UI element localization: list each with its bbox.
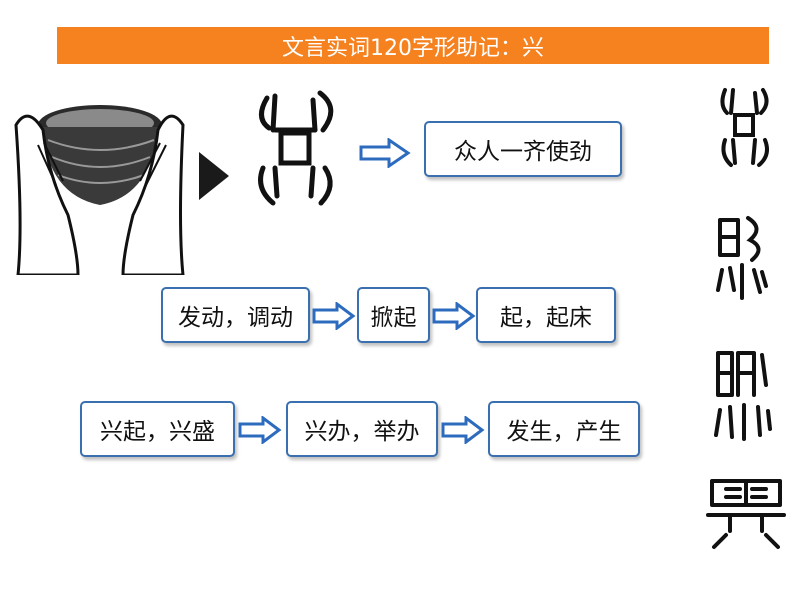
meaning-label: 众人一齐使劲 xyxy=(454,139,592,165)
oracle-glyph-large xyxy=(258,90,334,206)
basket-hands-illustration xyxy=(14,105,185,275)
arrow-icon xyxy=(359,138,411,168)
arrow-icon xyxy=(238,416,282,444)
oracle-glyph-variant-3 xyxy=(714,351,772,441)
arrow-icon xyxy=(312,302,356,330)
oracle-glyph-variant-2 xyxy=(716,216,768,300)
meaning-box-stir-up: 掀起 xyxy=(357,287,430,343)
meaning-box-mobilize: 发动，调动 xyxy=(161,287,310,343)
dark-arrow-icon xyxy=(199,152,229,200)
title-bar: 文言实词120字形助记：兴 xyxy=(57,27,769,64)
meaning-box-occur: 发生，产生 xyxy=(488,401,640,457)
meaning-box-rise: 起，起床 xyxy=(476,287,616,343)
meaning-box-flourish: 兴起，兴盛 xyxy=(80,401,235,457)
meaning-label: 发动，调动 xyxy=(178,305,293,331)
meaning-label: 掀起 xyxy=(370,305,417,331)
arrow-icon xyxy=(432,302,476,330)
meaning-label: 发生，产生 xyxy=(506,419,622,445)
meaning-label: 兴办，举办 xyxy=(304,419,420,445)
meaning-label: 起，起床 xyxy=(500,305,592,331)
meaning-box-establish: 兴办，举办 xyxy=(286,401,438,457)
meaning-label: 兴起，兴盛 xyxy=(100,419,215,445)
page-title: 文言实词120字形助记：兴 xyxy=(282,35,544,61)
meaning-box-effort: 众人一齐使劲 xyxy=(424,121,622,177)
oracle-glyph-variant-4 xyxy=(706,479,786,549)
arrow-icon xyxy=(441,416,485,444)
oracle-glyph-variant-1 xyxy=(720,88,769,167)
